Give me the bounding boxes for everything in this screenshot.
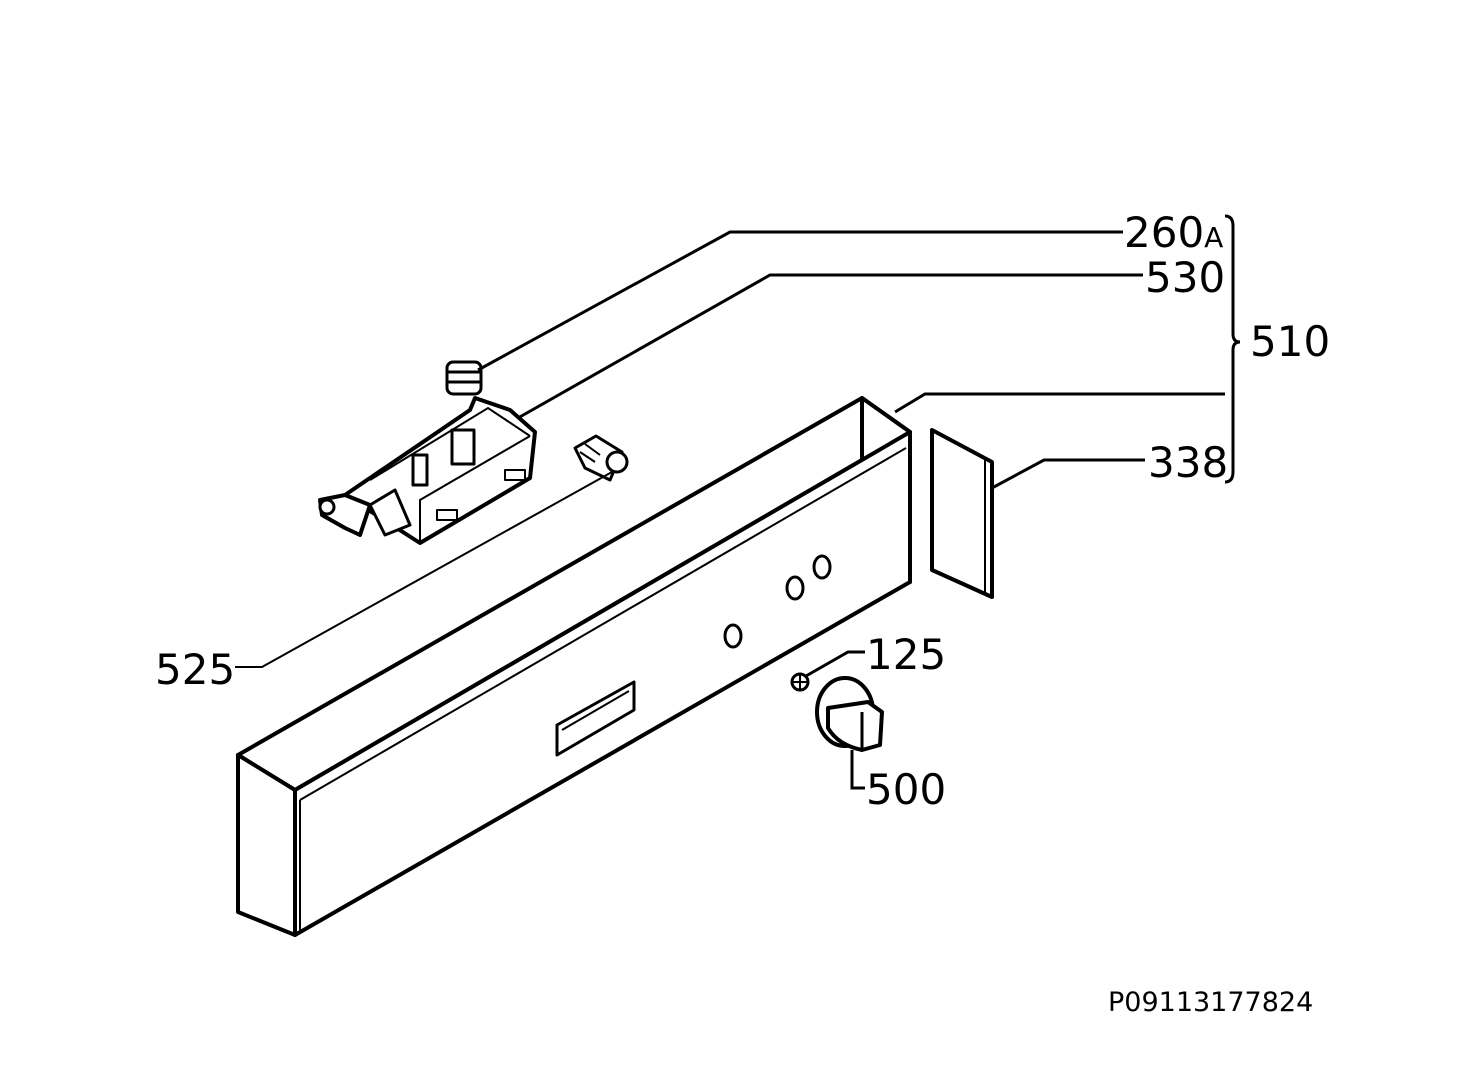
leader-lines — [235, 214, 1241, 790]
part-labels: 260A 530 510 338 525 125 500 — [155, 208, 1330, 814]
drawing-code: P09113177824 — [1108, 987, 1313, 1018]
leader-260a — [477, 230, 1123, 372]
assembly-brace-510 — [1224, 214, 1241, 484]
label-260a: 260A — [1124, 208, 1223, 257]
leader-338 — [991, 458, 1145, 490]
button-pin-part-525 — [573, 434, 629, 482]
leader-510-panel — [894, 392, 1225, 414]
leader-500 — [850, 750, 865, 790]
control-panel-part — [236, 396, 912, 937]
label-510: 510 — [1250, 317, 1330, 366]
bracket-part-530 — [318, 396, 537, 545]
spring-cap-part-260a — [445, 360, 483, 396]
leader-525 — [235, 471, 613, 668]
leader-125 — [805, 650, 865, 678]
label-500: 500 — [866, 765, 946, 814]
label-125: 125 — [866, 630, 946, 679]
nut-part-125 — [790, 672, 810, 692]
knob-part-500 — [815, 676, 884, 752]
end-seal-part-338 — [930, 428, 994, 599]
label-338: 338 — [1148, 438, 1228, 487]
label-530: 530 — [1145, 253, 1225, 302]
leader-530 — [517, 273, 1143, 420]
label-525: 525 — [155, 645, 235, 694]
